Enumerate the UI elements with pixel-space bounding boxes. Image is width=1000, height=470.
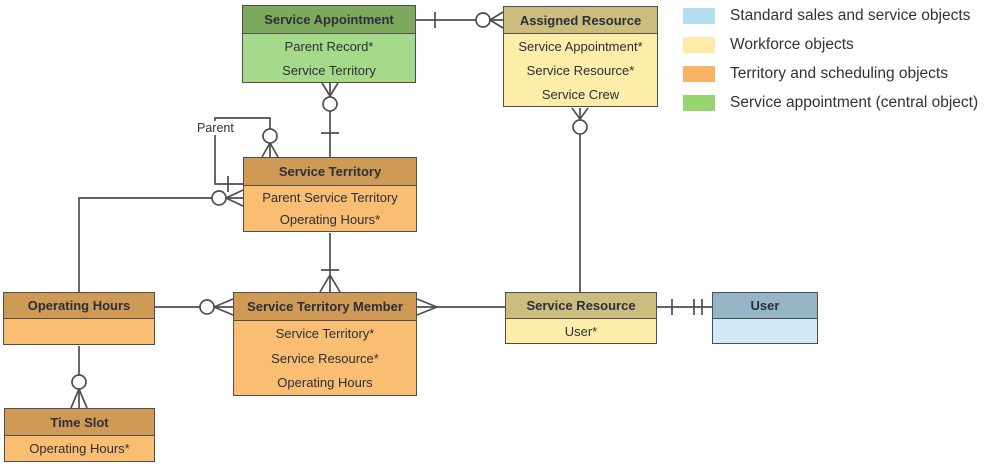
zero-circle-icon [572,119,588,135]
zero-circle-icon [211,190,227,206]
crows-foot-icon [261,142,279,158]
legend-swatch-yellow [683,37,715,53]
legend-item-territory: Territory and scheduling objects [683,65,978,82]
entity-service-territory-member: Service Territory Member Service Territo… [233,292,417,396]
entity-body: Operating Hours* [5,436,154,461]
connector-resource-user [657,299,712,315]
zero-circle-icon [475,12,491,28]
entity-title: Service Appointment [264,12,394,27]
legend-item-standard: Standard sales and service objects [683,7,978,24]
entity-title: Service Territory [278,164,382,179]
entity-title: Service Resource [526,298,636,313]
entity-field: Service Territory [282,62,376,78]
entity-body [4,319,154,344]
entity-field: Operating Hours* [29,441,130,456]
entity-header: Operating Hours [4,293,154,319]
entity-field: Service Crew [541,86,620,102]
entity-body [713,319,817,343]
entity-header: Service Territory [244,158,416,186]
entity-field: Service Appointment* [518,38,643,54]
entity-field: Parent Record* [284,38,374,54]
crows-foot-icon [70,388,88,409]
legend-item-workforce: Workforce objects [683,36,978,53]
entity-title: User [750,298,780,313]
connector-hours-territory [78,189,244,292]
zero-circle-icon [262,128,278,144]
double-tick-icon [693,299,703,315]
legend: Standard sales and service objects Workf… [683,7,979,111]
legend-swatch-green [683,95,715,111]
parent-relation-label: Parent [195,121,236,135]
entity-field: Parent Service Territory [262,189,398,205]
legend-label: Workforce objects [730,36,854,53]
crows-foot-icon [225,189,244,207]
zero-circle-icon [199,299,215,315]
entity-field: Operating Hours [277,375,373,391]
entity-service-territory: Service Territory Parent Service Territo… [243,157,417,232]
entity-body: Parent Service Territory Operating Hours… [244,186,416,231]
entity-service-resource: Service Resource User* [505,292,657,344]
crows-foot-icon [319,274,341,293]
entity-header: User [713,293,817,319]
zero-circle-icon [71,374,87,390]
legend-label: Territory and scheduling objects [730,65,948,82]
entity-body: Parent Record* Service Territory [243,34,415,82]
entity-operating-hours: Operating Hours [3,292,155,345]
legend-swatch-orange [683,66,715,82]
entity-assigned-resource: Assigned Resource Service Appointment* S… [503,6,658,107]
legend-label: Standard sales and service objects [730,7,971,24]
entity-title: Operating Hours [27,298,131,313]
connector-territory-member [319,233,341,293]
crows-foot-icon [213,298,234,316]
legend-swatch-blue [683,8,715,24]
entity-body: Service Territory* Service Resource* Ope… [234,321,416,395]
entity-field: Service Resource* [271,350,379,366]
entity-field: Service Territory* [275,325,375,341]
crows-foot-icon [416,298,438,316]
entity-header: Service Appointment [243,6,415,34]
entity-header: Service Territory Member [234,293,416,321]
zero-circle-icon [322,96,338,112]
connector-appointment-territory [321,82,339,157]
entity-field: Service Resource* [526,62,635,78]
entity-field: Operating Hours* [279,212,381,228]
entity-title: Assigned Resource [519,12,642,28]
connector-hours-member [155,298,234,316]
entity-service-appointment: Service Appointment Parent Record* Servi… [242,5,416,83]
entity-user: User [712,292,818,344]
legend-label: Service appointment (central object) [730,94,979,111]
connector-assigned-resource-resource [571,107,589,292]
legend-item-appointment: Service appointment (central object) [683,94,979,111]
crows-foot-icon [489,11,504,29]
entity-time-slot: Time Slot Operating Hours* [4,408,155,462]
entity-title: Service Territory Member [247,299,403,314]
entity-header: Assigned Resource [504,7,657,34]
entity-header: Service Resource [506,293,656,319]
entity-field: User* [564,323,598,339]
crows-foot-icon [321,82,339,97]
entity-title: Time Slot [50,414,109,430]
entity-body: Service Appointment* Service Resource* S… [504,34,657,106]
connector-appointment-assigned-resource [416,11,504,29]
connector-member-resource [416,298,505,316]
crows-foot-icon [571,107,589,120]
entity-header: Time Slot [5,409,154,436]
entity-body: User* [506,319,656,343]
connector-hours-timeslot [70,346,88,409]
